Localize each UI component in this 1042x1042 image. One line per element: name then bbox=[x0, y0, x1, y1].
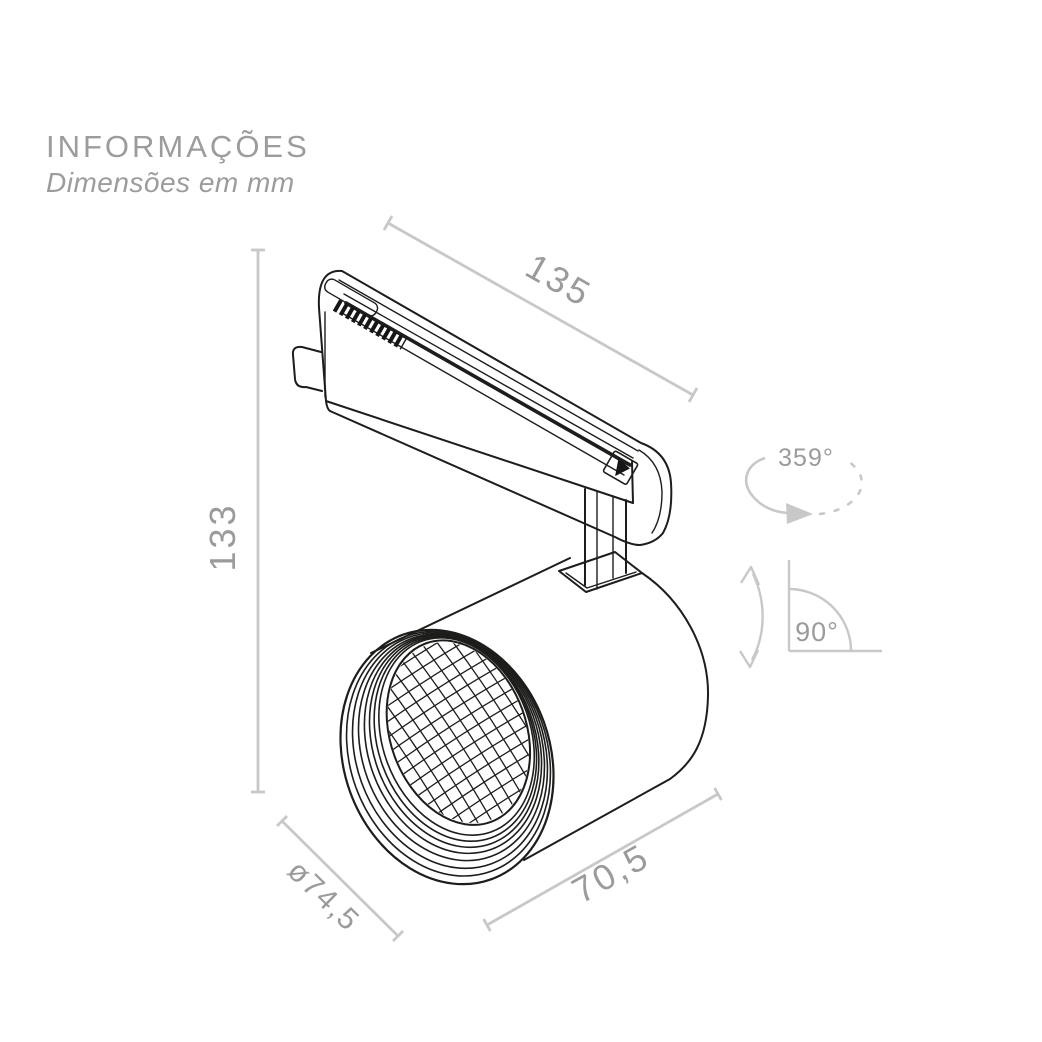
front-rim-rings bbox=[339, 628, 555, 886]
contact-strip-serration bbox=[332, 299, 408, 350]
dim-track-length: 135 bbox=[382, 215, 699, 403]
rotation-indicator-359: 359° bbox=[744, 444, 863, 524]
tilt-arrowhead-down bbox=[738, 649, 760, 669]
tilt-90-label: 90° bbox=[795, 617, 839, 647]
page-subtitle: Dimensões em mm bbox=[46, 167, 295, 199]
tilt-arrowhead-up bbox=[739, 565, 761, 586]
rotation-arrowhead bbox=[786, 503, 813, 524]
dim-head-length-label: 70,5 bbox=[565, 835, 657, 911]
dim-head-diameter-label: ø74,5 bbox=[281, 854, 366, 938]
contact-strip-outline bbox=[324, 278, 379, 317]
dim-total-height-label: 133 bbox=[202, 502, 243, 571]
header: INFORMAÇÕES Dimensões em mm bbox=[46, 129, 310, 199]
tilt-indicator-90: 90° bbox=[738, 560, 882, 669]
adapter-button bbox=[602, 450, 639, 485]
track-adapter bbox=[291, 269, 673, 546]
page-title: INFORMAÇÕES bbox=[46, 129, 310, 164]
adapter-side-tab bbox=[291, 345, 323, 392]
dim-total-height: 133 bbox=[202, 248, 265, 794]
rotation-359-label: 359° bbox=[778, 444, 834, 472]
